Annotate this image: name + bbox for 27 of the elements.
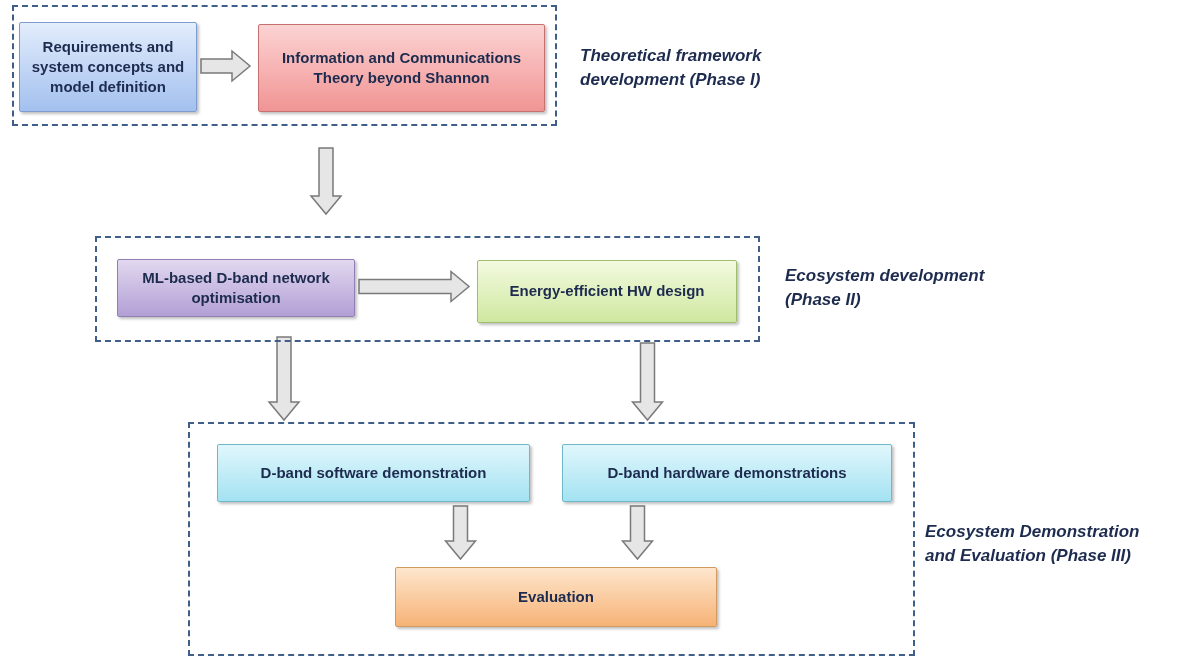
box-text: Energy-efficient HW design bbox=[509, 281, 705, 302]
box-text: ML-based D-band network optimisation bbox=[141, 267, 331, 308]
block-arrow bbox=[267, 336, 301, 422]
process-box bbox=[258, 24, 545, 112]
block-arrow bbox=[443, 505, 478, 561]
block-arrow bbox=[620, 505, 655, 561]
box-text: D-band software demonstration bbox=[260, 462, 487, 483]
box-text: D-band hardware demonstrations bbox=[607, 462, 847, 483]
process-box bbox=[477, 260, 737, 323]
block-arrow bbox=[309, 147, 343, 216]
phase-frame bbox=[188, 422, 915, 656]
box-text: Information and Communications Theory beyond Shannon bbox=[280, 47, 523, 88]
process-box bbox=[117, 259, 355, 317]
box-text: Evaluation bbox=[518, 586, 594, 607]
process-box bbox=[217, 444, 530, 502]
block-arrow bbox=[630, 342, 665, 422]
phase-label: Theoretical framework development (Phase I) bbox=[580, 45, 763, 91]
box-text: Requirements and system concepts and model definition bbox=[30, 36, 186, 98]
block-arrow bbox=[200, 49, 252, 83]
phase-label: Ecosystem Demonstration and Evaluation (Phase III) bbox=[925, 521, 1140, 567]
block-arrow bbox=[358, 269, 471, 304]
process-box bbox=[395, 567, 717, 627]
phase-frame bbox=[95, 236, 760, 342]
phase-frame bbox=[12, 5, 557, 126]
process-box bbox=[19, 22, 197, 112]
process-box bbox=[562, 444, 892, 502]
phase-label: Ecosystem development (Phase II) bbox=[785, 265, 985, 311]
